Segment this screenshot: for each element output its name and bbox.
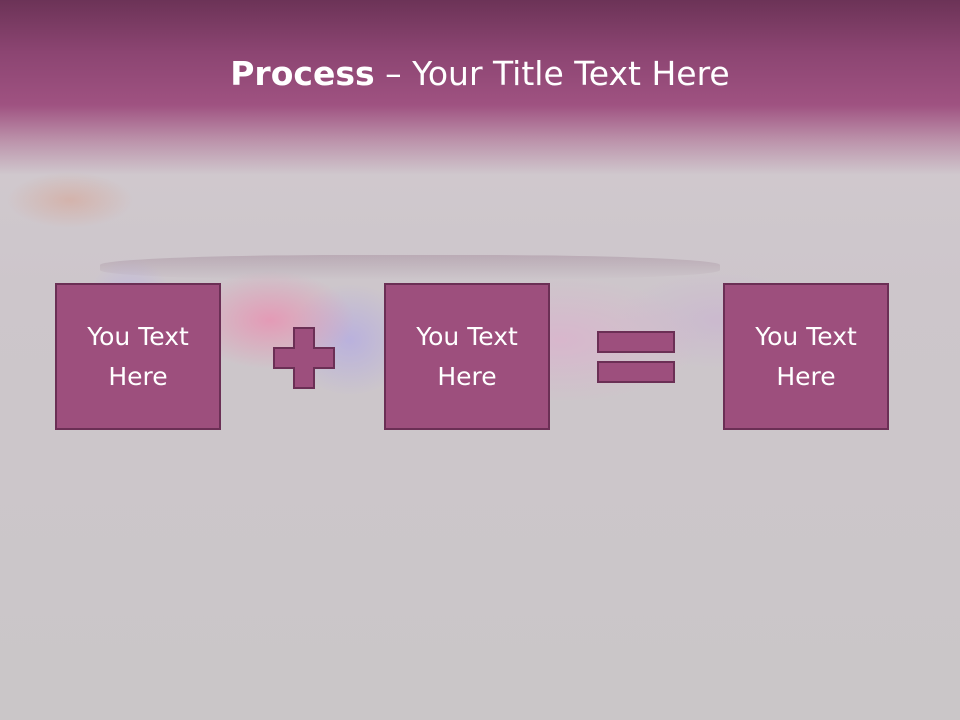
- process-box-3[interactable]: You Text Here: [723, 283, 889, 430]
- process-box-2-label: You Text Here: [416, 321, 518, 391]
- title-bold: Process: [230, 54, 375, 93]
- process-box-1-label: You Text Here: [87, 321, 189, 391]
- process-box-3-label: You Text Here: [755, 321, 857, 391]
- slide-title[interactable]: Process – Your Title Text Here: [0, 52, 960, 96]
- process-box-1[interactable]: You Text Here: [55, 283, 221, 430]
- title-rest: – Your Title Text Here: [374, 54, 730, 93]
- plus-icon: [273, 327, 335, 389]
- background-falls-ridge: [100, 255, 720, 280]
- equals-icon: [597, 331, 675, 383]
- title-banner: [0, 0, 960, 175]
- process-box-2[interactable]: You Text Here: [384, 283, 550, 430]
